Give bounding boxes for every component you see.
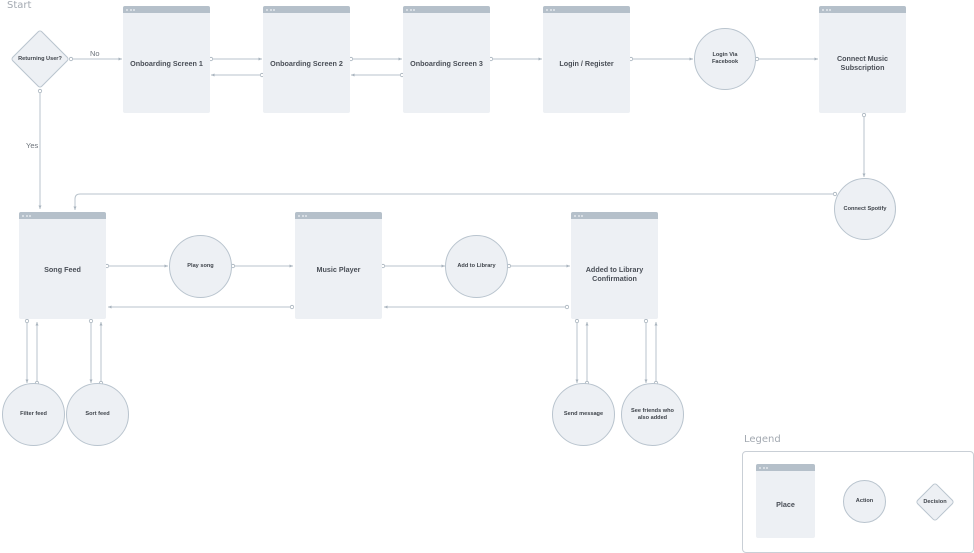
window-header-icon (263, 6, 350, 13)
window-header-icon (403, 6, 490, 13)
decision-label: Returning User? (18, 56, 62, 62)
action-see-friends-who-also-added[interactable]: See friends who also added (621, 383, 684, 446)
edge-label-yes: Yes (26, 141, 39, 150)
legend-place: Place (756, 464, 815, 538)
legend-title: Legend (744, 434, 781, 445)
place-onboarding-screen-2[interactable]: Onboarding Screen 2 (263, 6, 350, 113)
window-header-icon (819, 6, 906, 13)
window-header-icon (571, 212, 658, 219)
place-label: Onboarding Screen 1 (130, 58, 203, 68)
action-sort-feed[interactable]: Sort feed (66, 383, 129, 446)
place-onboarding-screen-1[interactable]: Onboarding Screen 1 (123, 6, 210, 113)
place-label: Onboarding Screen 2 (270, 58, 343, 68)
legend-decision-label: Decision (923, 499, 947, 505)
place-login-register[interactable]: Login / Register (543, 6, 630, 113)
edge-spotify-songfeed (73, 193, 834, 210)
legend-place-label: Place (776, 500, 795, 509)
decision-returning-user[interactable]: Returning User? (10, 29, 70, 89)
diagram-title: Start (7, 0, 32, 11)
place-label: Connect Music Subscription (836, 54, 889, 72)
window-header-icon (295, 212, 382, 219)
place-music-player[interactable]: Music Player (295, 212, 382, 319)
action-login-via-facebook[interactable]: Login Via Facebook (694, 28, 756, 90)
action-connect-spotify[interactable]: Connect Spotify (834, 178, 896, 240)
place-onboarding-screen-3[interactable]: Onboarding Screen 3 (403, 6, 490, 113)
action-send-message[interactable]: Send message (552, 383, 615, 446)
window-header-icon (19, 212, 106, 219)
edge-label-no: No (90, 49, 100, 58)
place-label: Onboarding Screen 3 (410, 58, 483, 68)
action-play-song[interactable]: Play song (169, 235, 232, 298)
place-added-to-library-confirmation[interactable]: Added to Library Confirmation (571, 212, 658, 319)
place-label: Login / Register (559, 58, 614, 68)
place-label: Song Feed (44, 264, 81, 274)
window-header-icon (543, 6, 630, 13)
place-label: Added to Library Confirmation (585, 265, 644, 283)
place-label: Music Player (316, 264, 361, 274)
place-connect-music-subscription[interactable]: Connect Music Subscription (819, 6, 906, 113)
window-header-icon (123, 6, 210, 13)
place-song-feed[interactable]: Song Feed (19, 212, 106, 319)
action-filter-feed[interactable]: Filter feed (2, 383, 65, 446)
legend-decision: Decision (914, 481, 956, 523)
legend-action: Action (843, 480, 886, 523)
window-header-icon (756, 464, 815, 471)
action-add-to-library[interactable]: Add to Library (445, 235, 508, 298)
